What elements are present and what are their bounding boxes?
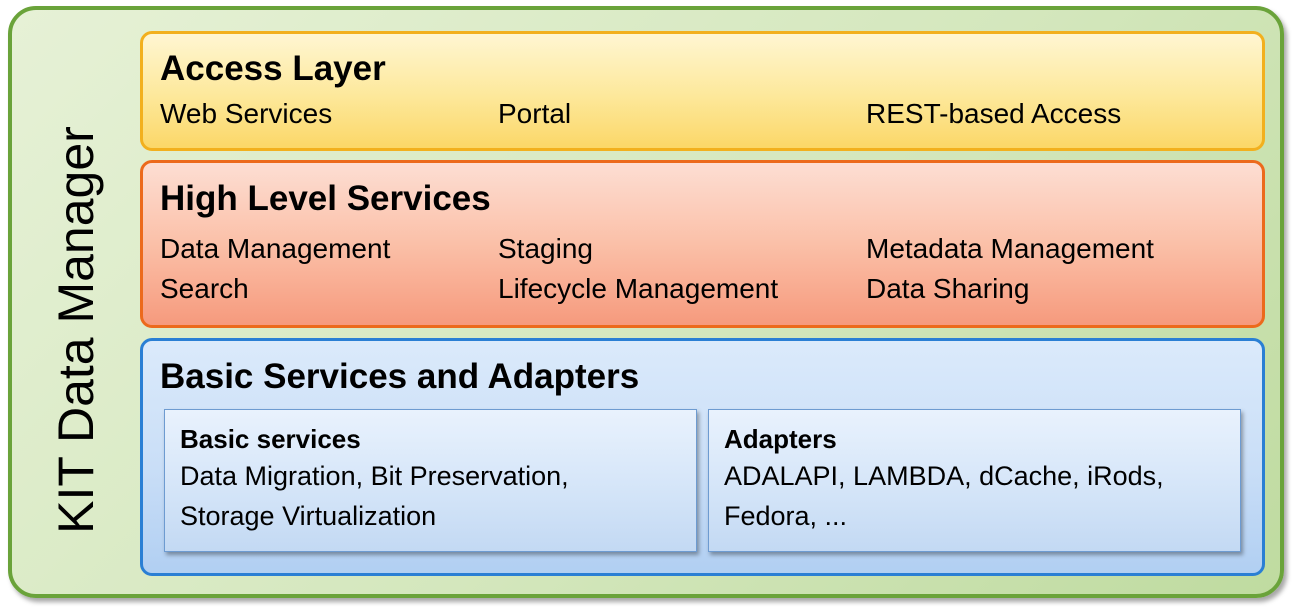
basic-services-adapters-layer: Basic Services and Adapters Basic servic…	[140, 338, 1265, 576]
adapters-box: Adapters ADALAPI, LAMBDA, dCache, iRods,…	[708, 409, 1241, 552]
basic-services-title: Basic services	[180, 424, 361, 454]
access-item-portal: Portal	[498, 98, 572, 129]
adapters-line-1: ADALAPI, LAMBDA, dCache, iRods,	[724, 461, 1164, 491]
basic-services-adapters-title: Basic Services and Adapters	[160, 357, 640, 396]
side-title: KIT Data Manager	[48, 126, 104, 534]
basic-services-line-1: Data Migration, Bit Preservation,	[180, 461, 569, 491]
hls-item-search: Search	[160, 273, 249, 304]
high-level-services-layer: High Level Services Data Management Stag…	[140, 160, 1265, 328]
hls-item-metadata-management: Metadata Management	[866, 233, 1154, 264]
access-layer: Access Layer Web Services Portal REST-ba…	[140, 31, 1265, 151]
high-level-services-title: High Level Services	[160, 179, 491, 218]
hls-item-data-sharing: Data Sharing	[866, 273, 1030, 304]
access-layer-title: Access Layer	[160, 49, 386, 88]
basic-services-line-2: Storage Virtualization	[180, 501, 437, 531]
access-item-rest: REST-based Access	[866, 98, 1122, 129]
adapters-line-2: Fedora, ...	[724, 501, 848, 531]
basic-services-box: Basic services Data Migration, Bit Prese…	[164, 409, 697, 552]
adapters-title: Adapters	[724, 424, 837, 454]
access-item-web-services: Web Services	[160, 98, 333, 129]
hls-item-lifecycle-management: Lifecycle Management	[498, 273, 779, 304]
hls-item-data-management: Data Management	[160, 233, 391, 264]
hls-item-staging: Staging	[498, 233, 593, 264]
